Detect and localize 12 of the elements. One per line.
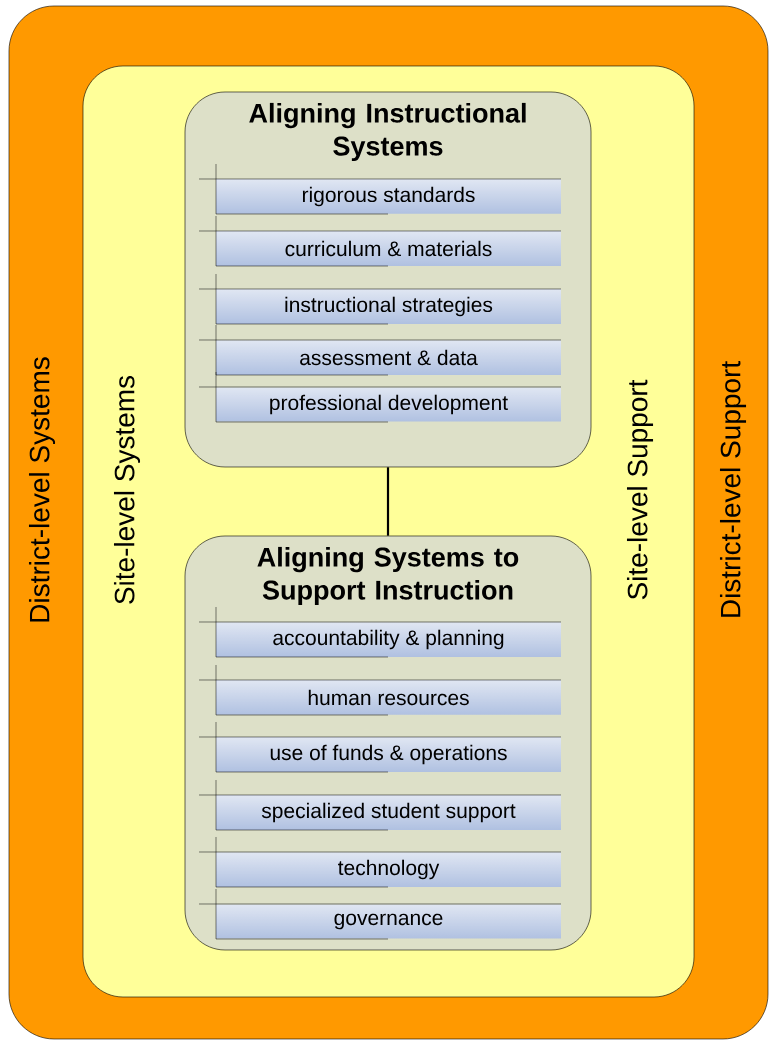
connector-line: [386, 467, 390, 536]
item-bar: accountability & planning: [198, 606, 562, 658]
item-bar: instructional strategies: [198, 273, 562, 325]
item-bar: rigorous standards: [198, 163, 562, 215]
item-bar: use of funds & operations: [198, 721, 562, 773]
item-bar: governance: [198, 888, 562, 940]
item-bar: curriculum & materials: [198, 215, 562, 267]
item-bar: technology: [198, 836, 562, 888]
item-bar: assessment & data: [198, 324, 562, 376]
item-bar: professional development: [198, 371, 562, 423]
item-bar: specialized student support: [198, 779, 562, 831]
item-bar: human resources: [198, 664, 562, 716]
